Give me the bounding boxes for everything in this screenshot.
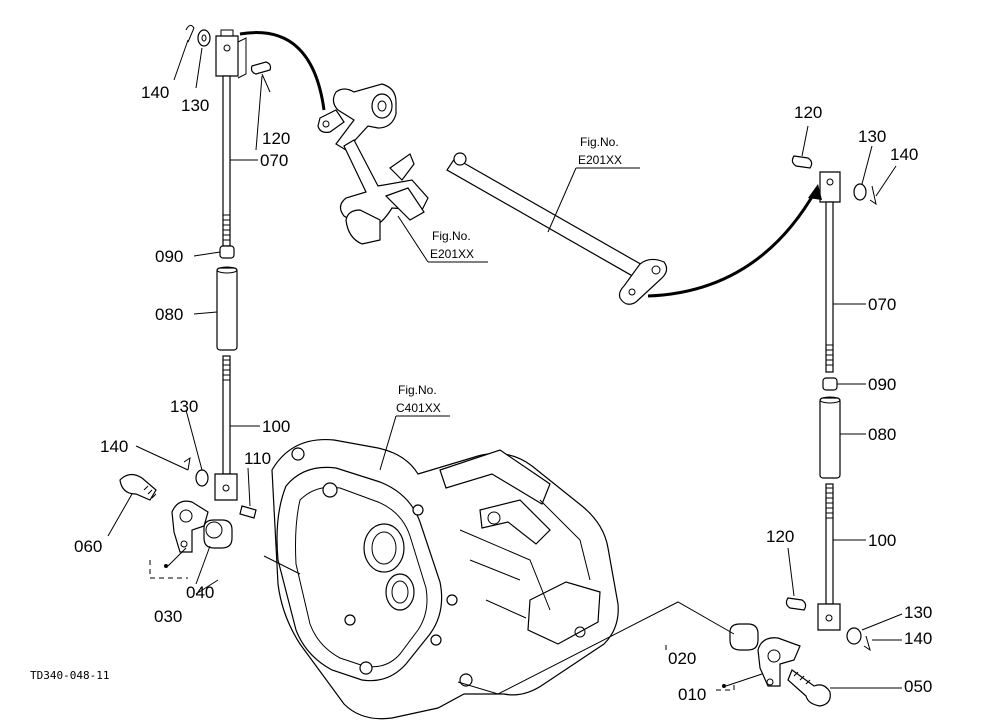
right-cotter-pin-low — [863, 635, 871, 652]
callout-left-030: 030 — [154, 607, 182, 626]
left-nut-090 — [219, 245, 235, 259]
callout-labels-right: 120 130 140 070 090 080 120 100 130 140 … — [668, 103, 932, 704]
callout-left-060: 060 — [74, 537, 102, 556]
callout-left-120-top: 120 — [262, 129, 290, 148]
right-nut-090 — [822, 377, 838, 391]
right-yoke-bottom — [817, 603, 841, 631]
callout-right-080: 080 — [868, 425, 896, 444]
cross-shaft — [446, 157, 652, 283]
callout-right-070: 070 — [868, 295, 896, 314]
left-bushing-040 — [203, 519, 233, 549]
fig-ref-upper-line1: Fig.No. — [580, 135, 619, 149]
right-rod-assembly — [665, 155, 877, 707]
callout-right-100: 100 — [868, 531, 896, 550]
left-cotter-pin-top — [185, 24, 195, 43]
callout-left-130-mid: 130 — [170, 397, 198, 416]
callout-right-130-top: 130 — [858, 127, 886, 146]
callout-left-070: 070 — [260, 151, 288, 170]
right-cotter-pin-top — [869, 185, 877, 206]
leader-lines — [107, 39, 903, 695]
callout-right-140-low: 140 — [904, 629, 932, 648]
right-pin-top — [791, 155, 813, 169]
right-sleeve-080 — [819, 397, 841, 479]
callout-right-120-top: 120 — [794, 103, 822, 122]
left-rod-assembly — [119, 24, 272, 595]
assembly-arrows — [239, 31, 822, 298]
right-bracket-010 — [757, 637, 801, 687]
fig-ref-middle-line2: E201XX — [430, 247, 474, 261]
callout-right-010: 010 — [678, 685, 706, 704]
callout-left-140-mid: 140 — [100, 437, 128, 456]
left-washer-top — [197, 29, 211, 47]
fig-ref-upper-line2: E201XX — [578, 153, 622, 167]
figure-references: Fig.No. E201XX Fig.No. E201XX Fig.No. C4… — [396, 135, 622, 415]
right-yoke-top — [819, 171, 841, 203]
center-shaft-assembly — [317, 83, 668, 305]
right-washer-top — [853, 183, 867, 201]
fig-ref-lower-line1: Fig.No. — [398, 383, 437, 397]
left-bracket-030 — [171, 500, 209, 553]
arrow-left-rod-to-lever — [239, 31, 326, 111]
arrow-lever-to-right-rod — [647, 189, 818, 298]
fig-ref-lower-line2: C401XX — [396, 401, 441, 415]
right-rod-070 — [825, 201, 834, 373]
callout-labels-left: 140 130 120 070 090 080 130 100 140 110 … — [74, 83, 290, 626]
callout-right-050: 050 — [904, 677, 932, 696]
callout-right-140-top: 140 — [890, 145, 918, 164]
callout-left-140-top: 140 — [141, 83, 169, 102]
left-cotter-pin-mid — [183, 456, 191, 471]
bell-housing-face — [276, 466, 443, 682]
left-rod-100 — [222, 355, 231, 475]
left-washer-mid — [195, 469, 209, 487]
left-pin-110 — [239, 505, 257, 519]
callout-right-120-low: 120 — [766, 527, 794, 546]
left-bolt-060 — [119, 473, 157, 501]
right-rod-100 — [825, 483, 834, 605]
transmission-housing — [271, 438, 619, 720]
right-lever-arm — [618, 258, 668, 305]
left-yoke-bottom — [214, 473, 238, 501]
left-yoke-top — [215, 35, 239, 77]
drawing-code: TD340-048-11 — [30, 669, 109, 682]
fig-ref-middle-line1: Fig.No. — [432, 229, 471, 243]
left-sleeve-080 — [216, 267, 238, 351]
callout-left-040: 040 — [186, 583, 214, 602]
callout-left-100: 100 — [262, 417, 290, 436]
callout-left-090: 090 — [155, 247, 183, 266]
right-bolt-050 — [787, 669, 831, 707]
right-bushing-020 — [729, 623, 759, 651]
callout-right-090: 090 — [868, 375, 896, 394]
callout-left-110: 110 — [244, 449, 271, 468]
callout-right-020: 020 — [668, 649, 696, 668]
right-washer-low — [846, 627, 862, 645]
callout-left-130-top: 130 — [181, 96, 209, 115]
callout-left-080: 080 — [155, 305, 183, 324]
callout-right-130-low: 130 — [904, 603, 932, 622]
right-pin-low — [785, 597, 807, 611]
left-pin-top — [250, 61, 272, 75]
housing-rear-block — [527, 581, 601, 645]
